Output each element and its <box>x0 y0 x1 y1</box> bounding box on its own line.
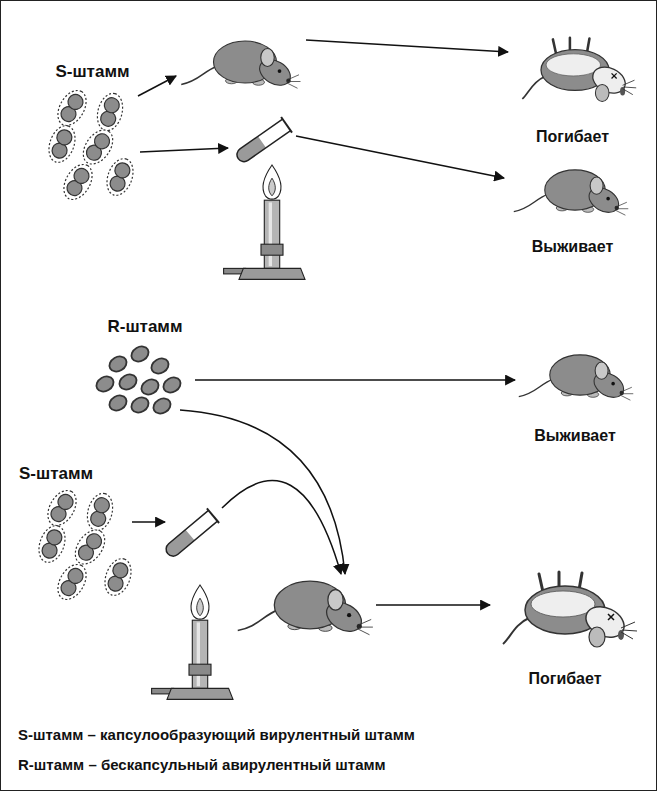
rough-cell <box>94 373 117 394</box>
node-text: S-штамм <box>55 62 129 82</box>
capsule-diplococcus <box>77 125 118 170</box>
rough-cell <box>151 395 174 416</box>
node-text: R-штамм <box>107 317 182 337</box>
capsule-diplococcus <box>100 555 136 599</box>
capsule-diplococcus <box>44 122 80 166</box>
capsule-diplococcus <box>83 491 116 534</box>
outcome-mouse: Погибает <box>495 548 635 690</box>
rough-cell <box>107 392 130 413</box>
outcome-mouse: Выживает <box>505 150 640 258</box>
r-strain-cluster <box>94 343 184 416</box>
strain-group: S-штамм <box>15 462 140 622</box>
arrow <box>376 604 490 606</box>
layout-arrows <box>132 40 508 605</box>
rough-cell <box>139 376 162 397</box>
capsule-diplococcus <box>58 160 98 205</box>
test-tube <box>233 117 292 166</box>
capsule-diplococcus <box>34 522 70 566</box>
rough-cell <box>117 371 140 392</box>
dead-mouse <box>503 572 637 647</box>
rough-cell <box>161 374 184 395</box>
capsule-diplococcus <box>93 91 126 134</box>
rough-cell <box>129 343 152 364</box>
bunsen-burner <box>152 585 233 699</box>
capsule-diplococcus <box>52 560 92 605</box>
arrow <box>180 410 345 574</box>
node-text: Выживает <box>534 427 615 445</box>
s-strain-cluster <box>44 86 138 205</box>
live-mouse <box>514 170 628 218</box>
arrow <box>222 481 341 574</box>
arrow <box>132 521 165 523</box>
node-text: Погибает <box>536 128 609 146</box>
rough-cell <box>129 394 152 415</box>
node-text: S-штамм <box>19 464 93 484</box>
dead-mouse <box>522 38 636 102</box>
arrow <box>140 148 228 152</box>
key-note: R-штамм – бескапсульный авирулентный шта… <box>18 756 386 773</box>
outcome-mouse: Погибает <box>510 20 635 148</box>
bunsen-burner <box>224 165 305 279</box>
node-text: Выживает <box>532 238 613 256</box>
arrow <box>306 40 508 52</box>
s-strain-cluster <box>34 486 136 605</box>
test-tube <box>162 508 219 560</box>
node-text: Погибает <box>528 670 601 688</box>
rough-cell <box>107 353 130 374</box>
strain-group: S-штамм <box>45 60 140 205</box>
capsule-diplococcus <box>102 155 138 199</box>
capsule-diplococcus <box>42 486 82 531</box>
outcome-mouse: Выживает <box>515 335 635 447</box>
live-mouse <box>238 581 373 637</box>
rough-cell <box>149 355 172 376</box>
arrow <box>138 76 176 96</box>
arrow <box>296 136 504 178</box>
live-mouse <box>519 355 633 403</box>
connector-arrow <box>195 379 515 381</box>
capsule-diplococcus <box>52 86 92 131</box>
strain-group: R-штамм <box>95 315 195 425</box>
capsule-diplococcus <box>69 525 110 570</box>
key-note: S-штамм – капсулообразующий вирулентный … <box>18 726 415 743</box>
live-mouse <box>181 41 300 90</box>
